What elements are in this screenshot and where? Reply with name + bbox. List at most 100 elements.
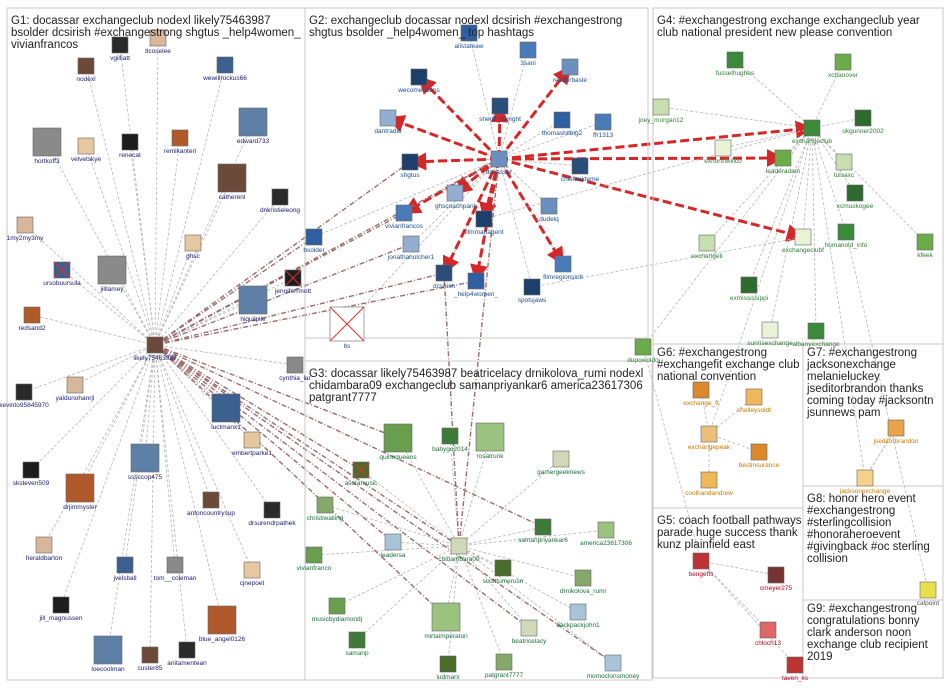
node-chidambara09[interactable]: chidambara09 [438,537,480,563]
node-hiquilpile[interactable]: hiquilpile [238,285,268,323]
node-taven-xs[interactable]: taven_xs [782,656,809,682]
node-exchangeclub[interactable]: exchangeclub [792,119,832,145]
node-cynthia-lar[interactable]: cynthia_lar [279,356,312,382]
node-exchangeclubf[interactable]: exchangeclubf [782,228,824,254]
node-ffr1313[interactable]: ffr1313 [593,113,614,139]
node-jvelsball[interactable]: jvelsball [112,556,137,582]
node-remikanteri[interactable]: remikanteri [164,129,196,155]
node-xcmuskogee[interactable]: xcmuskogee [837,184,874,210]
node-samanpriyankar6[interactable]: samanpriyankar6 [518,518,568,544]
node-cjnepoet[interactable]: cjnepoet [240,561,265,587]
node-shelleysoldt[interactable]: shelleysoldt [737,388,771,414]
node-drnikolova-rumi[interactable]: drnikolova_rumi [560,569,606,595]
node-shgtus[interactable]: shgtus [400,153,420,179]
node-bengeffs[interactable]: bengeffs [689,552,715,578]
node-nodexl[interactable]: nodexl [76,57,96,83]
node-calpoint[interactable]: calpoint [917,581,940,607]
node-mirtaimperatori[interactable]: mirtaimperatori [424,602,468,640]
node-asotamusic[interactable]: asotamusic [345,461,379,487]
node-docassar[interactable]: docassar [486,150,513,176]
node-tulsaxc[interactable]: tulsaxc [834,153,855,179]
node-cmeyer275[interactable]: cmeyer275 [760,566,793,592]
node-spotsjaws[interactable]: spotsjaws [518,278,547,304]
node-jseditorbrandon[interactable]: jseditorbrandon [873,419,919,445]
node-babygo2014[interactable]: babygo2014 [432,427,468,453]
node-jill-magnussen[interactable]: jill_magnussen [39,596,83,622]
node-filmregionsintl[interactable]: filmregionsintl [543,255,583,281]
node-sunrisexchange[interactable]: sunrisexchange [747,321,793,347]
node-beatricelacy[interactable]: beatricelacy [512,619,547,645]
node-dcsirish[interactable]: dcsirish [433,264,455,290]
node-exchangeti[interactable]: exchangeti [691,234,723,260]
node-rosatrunk[interactable]: rosatrunk [475,422,505,460]
node-albanyexchange[interactable]: albanyexchange [792,322,840,348]
node-exchange-ft[interactable]: exchange_ft [683,381,719,407]
node-ludmarx[interactable]: ludmarx [436,655,460,681]
node-kfeek[interactable]: kfeek [916,233,934,259]
node-drjimmyster[interactable]: drjimmyster [63,473,98,511]
node-catherenl[interactable]: catherenl [217,163,247,201]
node-christiwalling[interactable]: christiwalling [307,496,344,522]
node-sssccop475[interactable]: sssccop475 [128,443,163,481]
node-wecomentions[interactable]: wecomentions [397,68,441,94]
node-jenniferrmott[interactable]: jenniferrmott [274,269,311,295]
node-chiefzuldeme[interactable]: chiefzuldeme [561,157,600,183]
node-america23617306[interactable]: america23617306 [580,521,632,547]
node-fusselhughes[interactable]: fusselhughes [716,51,755,77]
node-realtorbasle[interactable]: realtorbasle [553,58,587,84]
node-likely75463987[interactable]: likely75463987 [133,336,177,362]
node-xchanover[interactable]: xchanover [828,53,859,79]
node-dantradio[interactable]: dantradio [374,109,402,135]
node-3sani[interactable]: 3sani [519,41,537,67]
node-dupowoldo[interactable]: dupowoldo [627,338,659,364]
node-wewillrockus66[interactable]: wewillrockus66 [202,56,247,82]
node-edward733[interactable]: edward733 [237,107,270,145]
node-yaldunohanrjl[interactable]: yaldunohanrjl [56,376,95,402]
node-1my2my3my[interactable]: 1my2my3my [7,216,45,242]
node-gamergeeknews[interactable]: gamergeeknews [537,450,586,476]
node-bs[interactable]: bs [329,306,365,350]
node-drsurendrpathek[interactable]: drsurendrpathek [248,501,296,527]
node-exmississippi[interactable]: exmississippi [730,276,768,302]
node-humanoid-info[interactable]: humanoid_info [825,223,868,249]
node-tlcoselee[interactable]: tlcoselee [145,29,171,55]
node-okgunner2002[interactable]: okgunner2002 [842,109,884,135]
node-samanp[interactable]: samanp [345,631,369,657]
node-jonathanolcher1[interactable]: jonathanolcher1 [387,235,435,261]
node-ursobuursula[interactable]: ursobuursula [43,261,81,287]
node-vivianfranco[interactable]: vivianfranco [297,546,332,572]
node-embertparke1[interactable]: embertparke1 [232,431,272,457]
node-vgilliatt[interactable]: vgilliatt [110,36,130,62]
node-jacksonexchange[interactable]: jacksonexchange [839,469,891,495]
node-ghscoachpanl[interactable]: ghscoachpanl [435,184,476,210]
node-vivianfrancos[interactable]: vivianfrancos [385,204,424,230]
node-sheriff-swright[interactable]: sheriff_swright [479,97,521,123]
node-velvetskye[interactable]: velvetskye [71,137,102,163]
node-jilllamey[interactable]: jilllamey [97,255,127,293]
node-dudelq[interactable]: dudelq [539,197,559,223]
node-exnorthwillco[interactable]: exnorthwillco [704,139,742,165]
node-hortkoff3[interactable]: hortkoff3 [32,127,62,165]
node-tom-coleman[interactable]: tom__coleman [154,556,197,582]
node-patgrant7777[interactable]: patgrant7777 [485,653,524,679]
node-thomashitbig2[interactable]: thomashitbig2 [542,111,583,137]
node-leadersa[interactable]: leadersa [381,533,406,559]
node-loecoolman[interactable]: loecoolman [91,635,125,673]
node-bestinsurance[interactable]: bestinsurance [739,443,780,469]
node-chloch13[interactable]: chloch13 [755,621,781,647]
node-sksteven509[interactable]: sksteven509 [13,461,50,487]
node-ghsc[interactable]: ghsc [184,234,202,260]
node-heraldbarton[interactable]: heraldbarton [26,536,63,562]
node-leaderadam[interactable]: leaderadam [766,149,800,175]
node-luctmanx1[interactable]: luctmanx1 [211,393,241,431]
node-coolhandandrew[interactable]: coolhandandrew [685,471,733,497]
node-joey-morgan12[interactable]: joey_morgan12 [638,98,684,124]
node-renecat[interactable]: renecat [119,133,141,159]
node-custer85[interactable]: custer85 [138,646,163,672]
node-backpackjohn1[interactable]: backpackjohn1 [556,603,600,629]
node-dnkristieleong[interactable]: dnkristieleong [260,188,300,214]
node-bsolder[interactable]: bsolder [303,228,325,254]
node-musicbydiamondj[interactable]: musicbydiamondj [312,597,362,623]
node-scotttumerusn[interactable]: scotttumerusn [483,559,524,585]
node-filmmanagent[interactable]: filmmanagent [464,210,504,236]
